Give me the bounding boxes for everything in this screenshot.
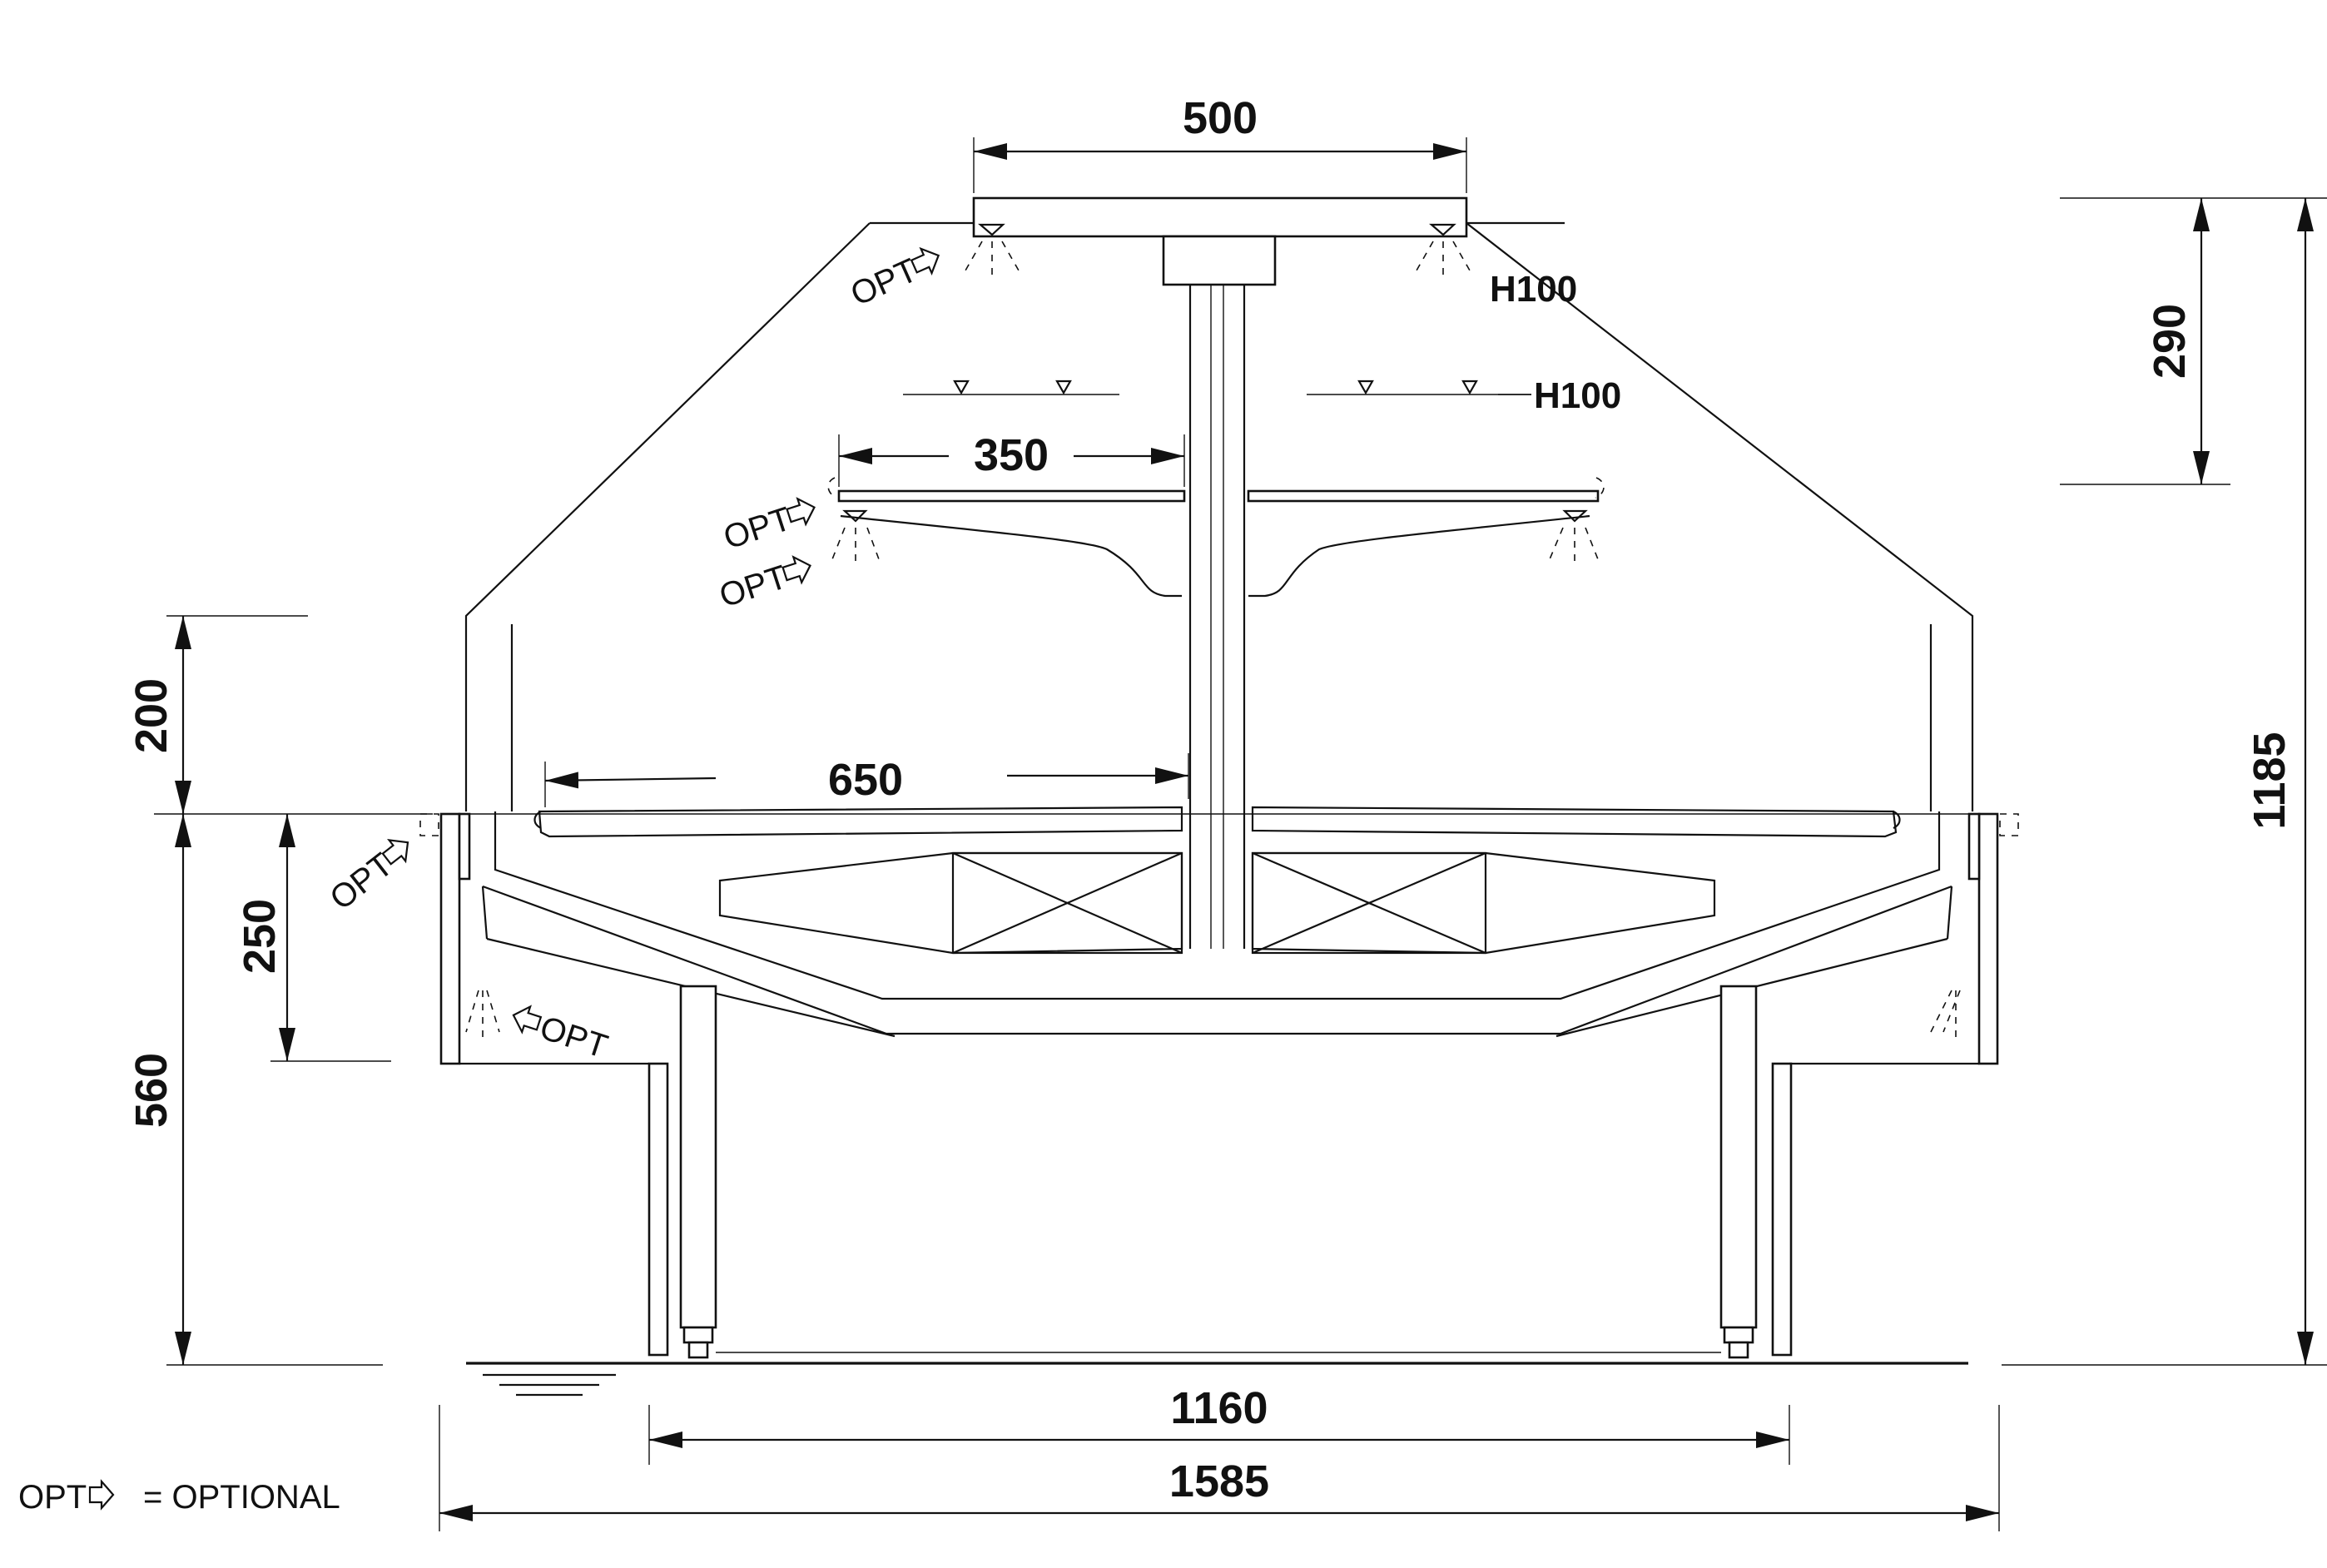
middle-shelves — [827, 477, 1605, 598]
base — [459, 985, 1979, 1397]
hollow-arrow-left-icon — [512, 1005, 543, 1035]
hollow-arrow-right-icon — [381, 839, 409, 866]
opt-label: OPT — [715, 558, 791, 614]
dim-upper-height: 200 — [127, 678, 176, 753]
opt-label: OPT — [719, 500, 796, 556]
opt-callout-top: OPT — [846, 246, 940, 313]
label-h100-shelf: H100 — [1534, 375, 1621, 416]
opt-callout-lower: OPT — [512, 1005, 612, 1065]
dim-top-width: 500 — [1183, 93, 1258, 143]
hollow-arrow-right-icon — [786, 497, 816, 527]
hollow-arrow-right-icon — [781, 555, 811, 585]
side-panels — [419, 812, 2019, 1065]
legend: OPT = OPTIONAL — [18, 1479, 340, 1516]
top-canopy — [965, 196, 1471, 286]
label-h100-top: H100 — [1490, 269, 1577, 310]
dim-top-height: 290 — [2145, 304, 2195, 379]
dim-total-height: 1185 — [2245, 732, 2295, 829]
case-outline — [464, 221, 1974, 811]
dim-deck-width: 650 — [828, 755, 903, 805]
hollow-arrow-right-icon — [88, 1479, 115, 1511]
central-column — [1188, 285, 1246, 949]
opt-label: OPT — [535, 1010, 612, 1065]
dim-inner-height: 250 — [235, 899, 285, 974]
legend-opt-label: OPT — [18, 1479, 87, 1516]
level-markers — [903, 380, 1531, 395]
deck — [454, 806, 1985, 838]
opt-label: OPT — [323, 846, 399, 917]
opt-callout-side: OPT — [323, 839, 409, 917]
dim-inner-width: 1160 — [1170, 1383, 1268, 1433]
dim-base-height: 560 — [127, 1053, 176, 1128]
dimension-lines — [154, 137, 2327, 1531]
hollow-arrow-right-icon — [910, 246, 940, 276]
opt-callout-shelf-lower: OPT — [715, 555, 811, 615]
dim-total-width: 1585 — [1169, 1456, 1269, 1506]
legend-text: = OPTIONAL — [143, 1479, 340, 1516]
opt-callout-shelf-upper: OPT — [719, 497, 816, 557]
dim-shelf-width: 350 — [974, 430, 1049, 480]
